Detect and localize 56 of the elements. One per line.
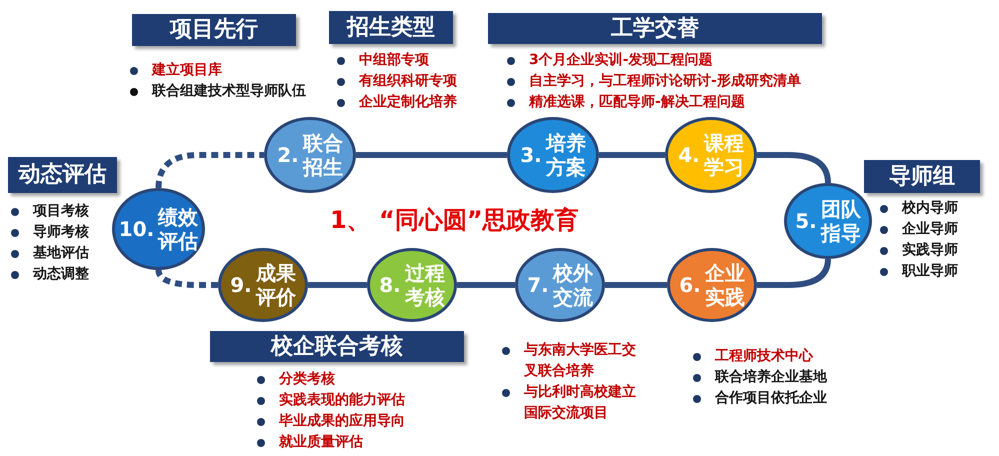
list-item: 有组织科研专项 [359,72,457,91]
list-item: 自主学习，与工程师讨论研讨-形成研究清单 [529,72,801,91]
list-item: 联合培养企业基地 [715,368,827,387]
center-title: 1、 “同心圆”思政教育 [330,205,579,235]
heading-banner: 校企联合考核 [210,331,464,362]
step-label: 培养方案 [546,131,586,179]
track-line [308,282,367,288]
step-label: 成果评价 [256,261,296,309]
list-item: 联合组建技术型导师队伍 [152,82,306,101]
step-number: 9. [230,273,252,297]
step-number: 10. [118,217,154,241]
list-item: 实践表现的能力评估 [279,390,405,410]
list-item: 与东南大学医工交叉联合培养 [524,340,637,381]
step-number: 6. [679,273,701,297]
heading-banner: 导师组 [864,160,980,193]
list-item: 企业定制化培养 [359,92,457,112]
step-label: 企业实践 [704,261,745,309]
list-item: 校内导师 [902,199,958,218]
dotted-track-line [156,152,264,188]
step-label: 校外交流 [552,261,593,309]
heading-banner: 工学交替 [488,13,822,44]
list-item: 与比利时高校建立国际交流项目 [524,382,637,423]
step-number: 4. [678,143,700,167]
list-item: 实践导师 [902,240,958,260]
heading-banner: 动态评估 [8,157,117,193]
list-item: 职业导师 [902,262,958,281]
list-item: 合作项目依托企业 [715,389,827,408]
track-line [457,282,515,288]
heading-banner: 招生类型 [329,11,453,44]
step-number: 8. [379,273,401,297]
step-number: 3. [520,143,542,167]
step-number: 5. [795,209,817,233]
track-line [605,282,667,288]
list-item: 建立项目库 [152,60,222,80]
list-item: 企业导师 [902,220,958,239]
track-line [599,152,665,158]
list-item: 中组部专项 [359,50,429,70]
list-item: 导师考核 [33,223,89,242]
step-number: 7. [527,273,549,297]
step-label: 联合招生 [302,131,343,179]
list-item: 精准选课，匹配导师-解决工程问题 [529,93,745,112]
step-label: 团队指导 [820,197,861,245]
list-item: 分类考核 [279,370,335,389]
step-label: 过程考核 [404,261,445,309]
step-label: 绩效评估 [158,205,198,253]
list-item: 就业质量评估 [279,433,363,452]
list-item: 项目考核 [33,202,89,221]
list-item: 工程师技术中心 [715,346,813,366]
step-number: 2. [277,143,299,167]
track-line [356,152,507,158]
list-item: 动态调整 [33,265,89,284]
step-label: 课程学习 [704,131,744,179]
list-item: 毕业成果的应用导向 [279,412,405,431]
heading-banner: 项目先行 [132,14,296,46]
list-item: 基地评估 [33,244,89,263]
list-item: 3个月企业实训-发现工程问题 [529,50,713,70]
